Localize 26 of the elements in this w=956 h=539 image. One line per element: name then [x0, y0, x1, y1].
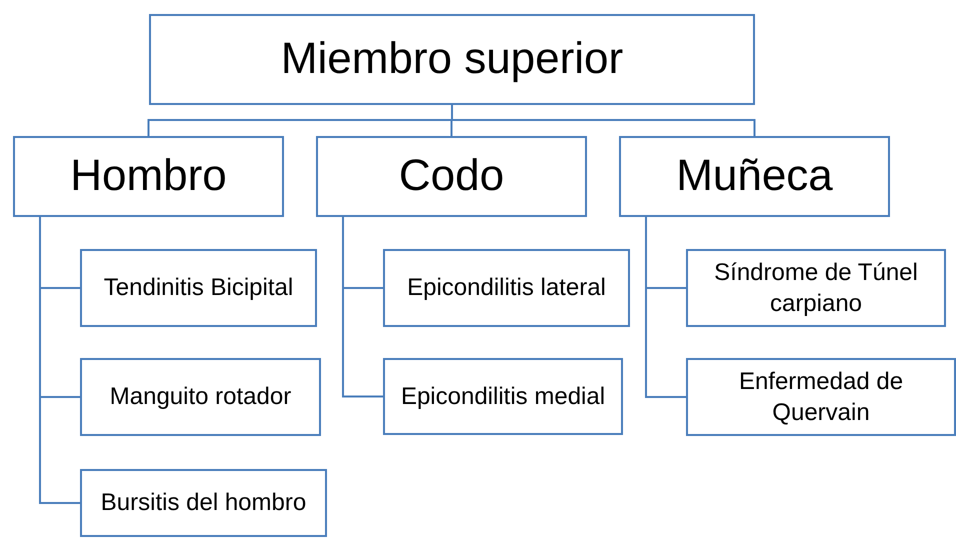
category-box: [383, 358, 623, 435]
node-label: Síndrome de Túnel carpiano: [713, 258, 919, 319]
category-box: [13, 136, 284, 217]
node-label: Bursitis del hombro: [100, 488, 306, 518]
node-label: Codo: [398, 152, 504, 201]
category-box: [619, 136, 890, 217]
node-label: Miembro superior: [280, 35, 624, 84]
category-box: [686, 358, 956, 436]
category-box: [80, 469, 327, 537]
root-box: [149, 14, 755, 105]
connector-line: [451, 105, 756, 136]
node-label: Epicondilitis medial: [400, 382, 606, 412]
category-box: [316, 136, 587, 217]
connector-line: [342, 217, 383, 398]
node-label: Manguito rotador: [110, 382, 292, 412]
node-label: Hombro: [70, 152, 227, 201]
node-label: Enfermedad de Quervain: [738, 366, 904, 428]
node-label: Epicondilitis lateral: [407, 273, 606, 304]
category-box: [80, 358, 321, 436]
connector-line: [645, 217, 686, 398]
category-box: [80, 249, 317, 327]
node-label: Muñeca: [676, 152, 833, 201]
category-box: [383, 249, 630, 327]
connector-line: [39, 217, 80, 504]
category-box: [686, 249, 946, 327]
node-label: Tendinitis Bicipital: [104, 273, 294, 304]
